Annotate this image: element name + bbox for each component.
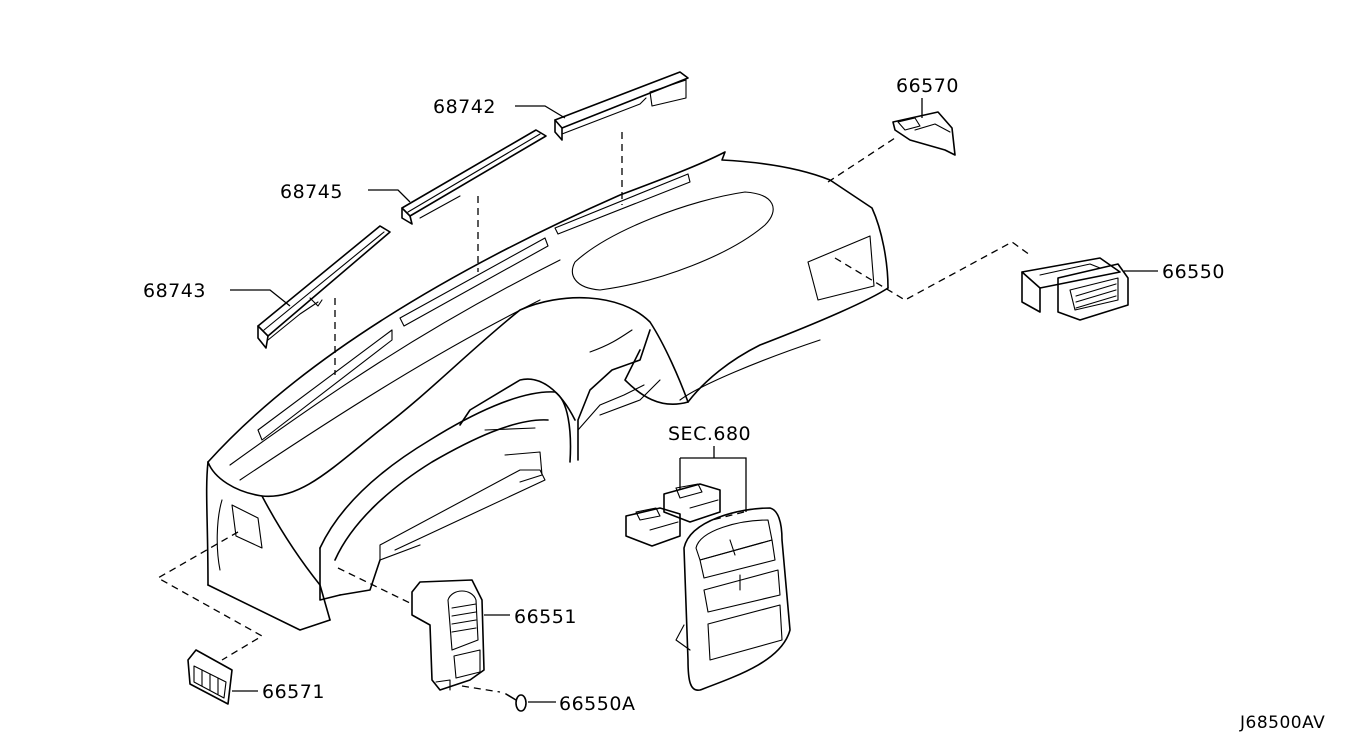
- callout-68742: 68742: [433, 96, 496, 118]
- callout-66571: 66571: [262, 681, 325, 703]
- vent-strip-68742: [554, 71, 689, 141]
- drawing-code: J68500AV: [1239, 713, 1325, 733]
- clip-66550A: [505, 693, 527, 712]
- switch-block-lower: [625, 507, 681, 547]
- vent-strip-68745: [401, 129, 547, 225]
- ventilator-66551: [411, 579, 485, 691]
- callout-sec680: SEC.680: [668, 423, 751, 445]
- callout-66550A: 66550A: [559, 693, 635, 715]
- center-cluster-sec680: [675, 507, 791, 691]
- side-grille-66571: [187, 649, 233, 705]
- side-grille-66570: [892, 111, 956, 156]
- assembly-lines: [156, 132, 1031, 693]
- ventilator-66550: [1021, 257, 1129, 321]
- callout-66570: 66570: [896, 75, 959, 97]
- instrument-panel: [205, 151, 889, 631]
- switch-block-upper: [663, 483, 721, 523]
- callout-68745: 68745: [280, 181, 343, 203]
- vent-strip-68743: [257, 225, 391, 349]
- callout-68743: 68743: [143, 280, 206, 302]
- leader-lines: [230, 98, 1158, 703]
- callout-66551: 66551: [514, 606, 577, 628]
- callout-66550: 66550: [1162, 261, 1225, 283]
